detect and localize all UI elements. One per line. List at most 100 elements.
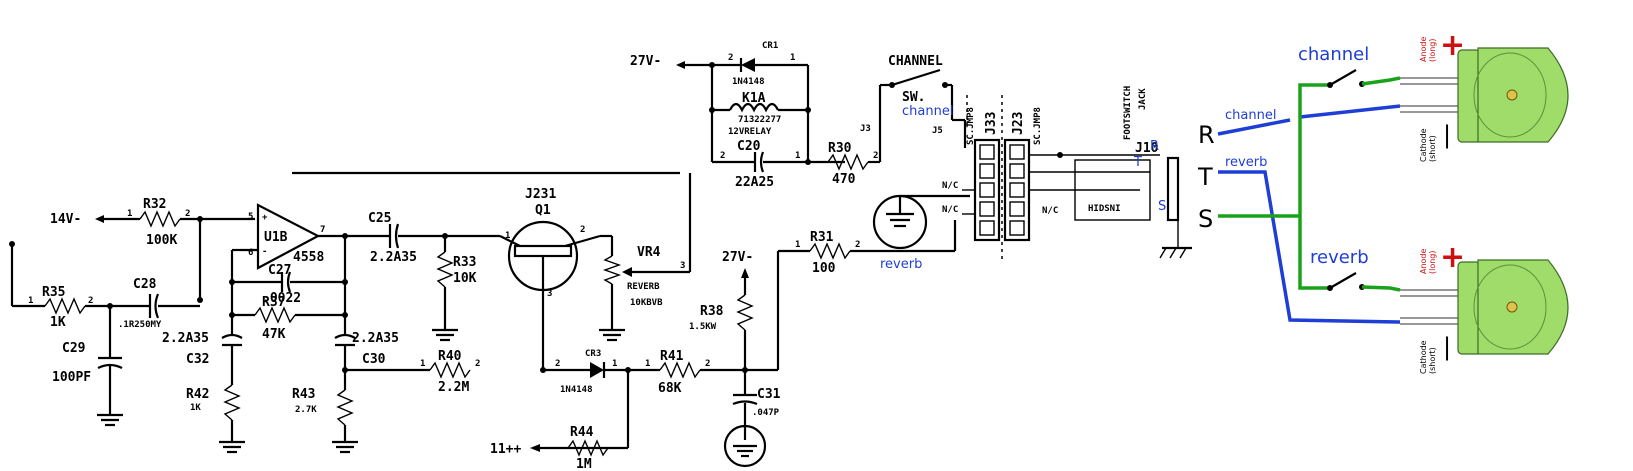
capacitor-c30-plate: [334, 333, 356, 339]
relay-ref: K1A: [742, 91, 766, 106]
input-terminal: [9, 241, 15, 247]
resistor-r37: [254, 306, 296, 324]
r32-value: 100K: [146, 233, 177, 248]
ground-symbol: [332, 440, 358, 454]
pin-label: 1: [420, 359, 425, 369]
r41-value: 68K: [658, 381, 682, 396]
channel-switch-lever[interactable]: [1329, 69, 1357, 86]
c30-value: 2.2A35: [352, 331, 399, 346]
led-top-plus: +: [1440, 28, 1465, 63]
j3-label: J3: [860, 124, 871, 134]
switch-ref: SW.: [902, 90, 925, 105]
r43-ref: R43: [292, 387, 315, 402]
footswitch-label: FOOTSWITCH: [1123, 86, 1133, 140]
annotation-r: R: [1150, 139, 1159, 154]
j10-label: J10: [1135, 141, 1159, 156]
resistor-r32: [139, 210, 181, 228]
pin-label: 2: [580, 225, 585, 235]
pin-label: 1: [795, 151, 800, 161]
jump-label: SC.JMP8: [1033, 107, 1043, 145]
pin-label: 2: [855, 240, 860, 250]
c28-value: .1R250MY: [118, 320, 162, 330]
c32-value: 2.2A35: [162, 331, 209, 346]
q1-ref: Q1: [535, 203, 551, 218]
c30-ref: C30: [362, 352, 386, 367]
jump-label: SC.JMP8: [966, 107, 976, 145]
cr3-ref: CR3: [585, 349, 601, 359]
nc-label: N/C: [942, 205, 958, 215]
wire-channel-switch-to-anode: [1361, 76, 1401, 86]
switch-lever[interactable]: [891, 68, 941, 87]
capacitor-c25-plate: [394, 223, 400, 249]
annotation-t: T: [1133, 155, 1142, 170]
wire-r-channel: [1217, 118, 1291, 136]
resistor-r35: [44, 297, 86, 315]
nc-label: N/C: [942, 181, 958, 191]
pin-label: 3: [547, 289, 552, 299]
r30-value: 470: [832, 172, 856, 187]
r33-ref: R33: [453, 255, 476, 270]
chassis-ground-symbol: [1159, 246, 1192, 259]
relay-coil-k1a: [729, 102, 779, 113]
r44-ref: R44: [570, 425, 594, 440]
led-s-label: S: [1198, 205, 1213, 233]
led-bottom-plus: +: [1440, 240, 1465, 275]
switch-title: CHANNEL: [888, 54, 943, 69]
r33-value: 10K: [453, 271, 477, 286]
q1-part: J231: [525, 187, 556, 202]
led-reverb-label: reverb: [1310, 247, 1369, 268]
led-bottom-cathode-sub: (short): [1428, 347, 1437, 374]
c31-ref: C31: [757, 387, 781, 402]
pin-label: 2: [185, 209, 190, 219]
annotation-reverb: reverb: [880, 257, 922, 272]
relay-part: 71322277: [738, 115, 781, 125]
annotation-channel: channel: [902, 104, 953, 119]
wire-channel-led-cathode: [1299, 104, 1401, 119]
c31-value: .047P: [752, 408, 780, 418]
j23-label: J23: [1011, 112, 1026, 135]
c32-ref: C32: [186, 352, 209, 367]
reverb-switch-lever[interactable]: [1329, 272, 1357, 289]
led-t-label: T: [1197, 163, 1213, 191]
opamp-minus-sign: -: [262, 247, 267, 257]
diode-cr3: [590, 362, 604, 378]
r38-value: 1.5KW: [689, 322, 717, 332]
supply-27v-top-arrow: [676, 61, 685, 69]
r31-value: 100: [812, 261, 836, 276]
c25-value: 2.2A35: [370, 250, 417, 265]
resistor-r40: [429, 361, 471, 379]
resistor-r41: [659, 361, 701, 379]
pin-label: 2: [475, 359, 480, 369]
resistor-r43: [336, 389, 354, 426]
resistor-r44: [567, 439, 609, 457]
resistor-r38: [736, 294, 754, 331]
led-channel: [1400, 47, 1569, 143]
vr4-ref: VR4: [637, 245, 661, 260]
capacitor-c28-plate: [154, 293, 160, 319]
c28-ref: C28: [133, 277, 157, 292]
r31-ref: R31: [810, 230, 834, 245]
r41-ref: R41: [660, 349, 684, 364]
junction: [197, 297, 203, 303]
opamp-ref: U1B: [264, 230, 288, 245]
junction: [342, 312, 348, 318]
c20-value: 22A25: [735, 175, 774, 190]
r37-value: 47K: [262, 327, 286, 342]
supply-27v-top-label: 27V-: [630, 54, 661, 69]
ground-symbol: [733, 444, 757, 458]
r32-ref: R32: [143, 197, 166, 212]
pin-label: 3: [680, 261, 685, 271]
r43-value: 2.7K: [295, 405, 317, 415]
junction: [805, 159, 811, 165]
annotation-s: S: [1158, 199, 1166, 214]
opamp-part: 4558: [293, 250, 324, 265]
jack-sleeve: [1166, 156, 1180, 222]
wire-reverb-switch-to-anode: [1361, 285, 1401, 292]
r35-ref: R35: [42, 285, 65, 300]
pin-label: 2: [720, 151, 725, 161]
c20-ref: C20: [737, 139, 761, 154]
led-bottom-anode-sub: (long): [1428, 250, 1437, 274]
supply-14v-label: 14V-: [50, 212, 81, 227]
resistor-r33: [436, 251, 454, 288]
r42-value: 1K: [190, 403, 201, 413]
